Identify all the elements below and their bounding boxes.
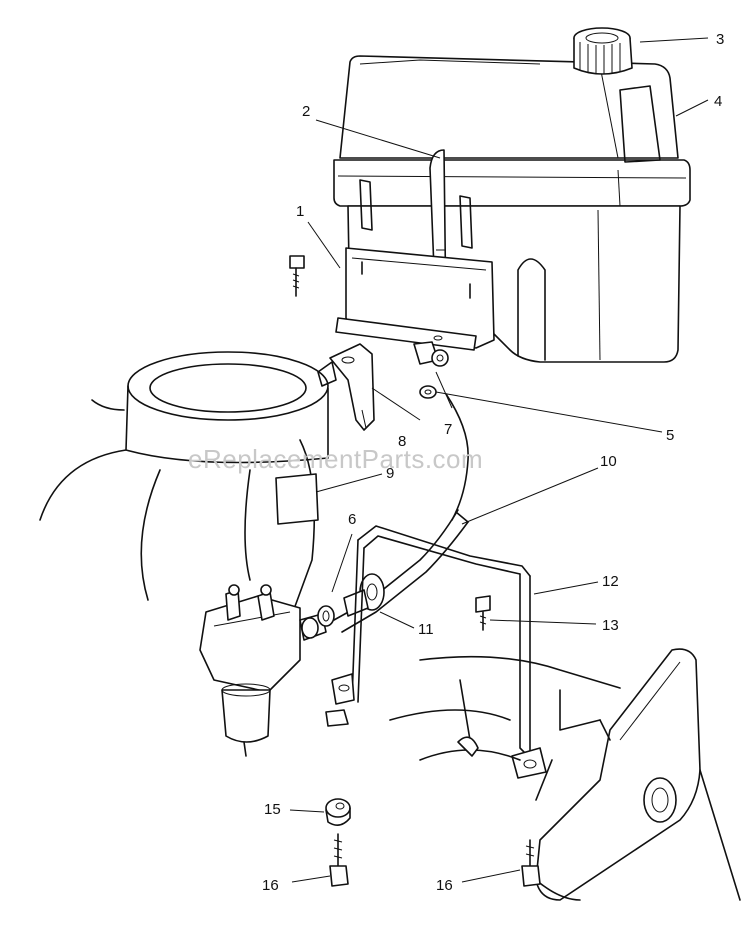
callout-13: 13 <box>602 617 619 634</box>
tank-bracket <box>335 247 495 351</box>
callout-1: 1 <box>296 203 304 220</box>
carburetor <box>199 584 327 757</box>
washer <box>325 798 351 826</box>
hose-clamp <box>419 385 437 399</box>
fuel-cap <box>573 27 633 75</box>
mower-frame <box>389 648 741 901</box>
leader-lines <box>289 37 709 883</box>
bolt-right <box>521 839 541 887</box>
callout-2: 2 <box>302 103 310 120</box>
callout-16-right: 16 <box>436 877 453 894</box>
callout-9: 9 <box>386 465 394 482</box>
fuel-tank <box>333 55 691 363</box>
bracket-screw <box>475 595 491 631</box>
engine-shroud <box>39 351 337 621</box>
carb-hose-clamp <box>317 605 335 627</box>
callout-8: 8 <box>398 433 406 450</box>
callout-5: 5 <box>666 427 674 444</box>
callout-3: 3 <box>716 31 724 48</box>
support-plate <box>329 343 375 431</box>
callout-16-left: 16 <box>262 877 279 894</box>
bolt-left <box>329 833 349 887</box>
callout-4: 4 <box>714 93 722 110</box>
spacer-clip <box>325 709 349 727</box>
callout-11: 11 <box>418 621 434 638</box>
tank-support-bracket <box>331 525 547 779</box>
callout-7: 7 <box>444 421 452 438</box>
callout-labels: 1 2 3 4 5 6 7 8 9 10 11 12 13 15 16 16 <box>262 31 724 894</box>
callout-6: 6 <box>348 511 356 528</box>
callout-12: 12 <box>602 573 619 590</box>
bracket-bolt <box>289 255 305 297</box>
callout-15: 15 <box>264 801 281 818</box>
shutoff-valve <box>413 341 449 367</box>
watermark-text: eReplacementParts.com <box>188 444 483 474</box>
callout-10: 10 <box>600 453 617 470</box>
